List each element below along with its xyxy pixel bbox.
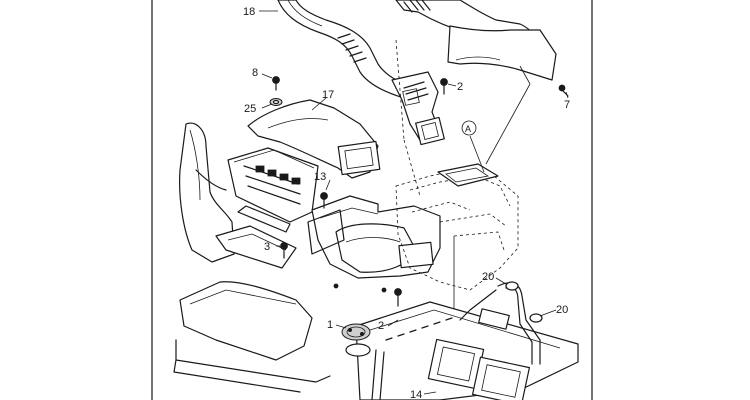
side-duct <box>247 99 381 179</box>
callout-8: 8 <box>252 67 258 79</box>
bolt-2-lower <box>394 288 402 307</box>
callout-3: 3 <box>264 241 270 253</box>
grommet <box>341 323 371 357</box>
frame-border <box>151 0 593 400</box>
bolt-13 <box>320 192 328 209</box>
callout-7: 7 <box>564 99 570 111</box>
callout-14: 14 <box>410 389 422 400</box>
callout-2-lower: 2 <box>378 320 384 332</box>
callout-20-upper: 20 <box>482 271 494 283</box>
upper-duct <box>277 0 557 146</box>
callout-2-top: 2 <box>457 81 463 93</box>
seat-assembly <box>173 122 331 393</box>
floor-plate <box>355 301 579 400</box>
heater-unit <box>307 195 441 293</box>
callout-a-circle <box>461 120 477 136</box>
leader-lines <box>259 10 569 395</box>
hose-pipe <box>459 281 543 365</box>
bolt-3 <box>280 242 288 259</box>
bolt-2-top <box>440 78 448 95</box>
control-panel <box>227 147 319 233</box>
callout-18: 18 <box>243 6 255 18</box>
callout-25: 25 <box>244 103 256 115</box>
callout-labels: 18 8 25 17 2 7 A 13 3 20 20 2 1 14 <box>243 6 570 400</box>
bolt-8 <box>269 76 283 106</box>
callout-13: 13 <box>314 171 326 183</box>
callout-20-lower: 20 <box>556 304 568 316</box>
callout-17: 17 <box>322 89 334 101</box>
callout-1: 1 <box>327 319 333 331</box>
callout-a: A <box>465 124 471 134</box>
